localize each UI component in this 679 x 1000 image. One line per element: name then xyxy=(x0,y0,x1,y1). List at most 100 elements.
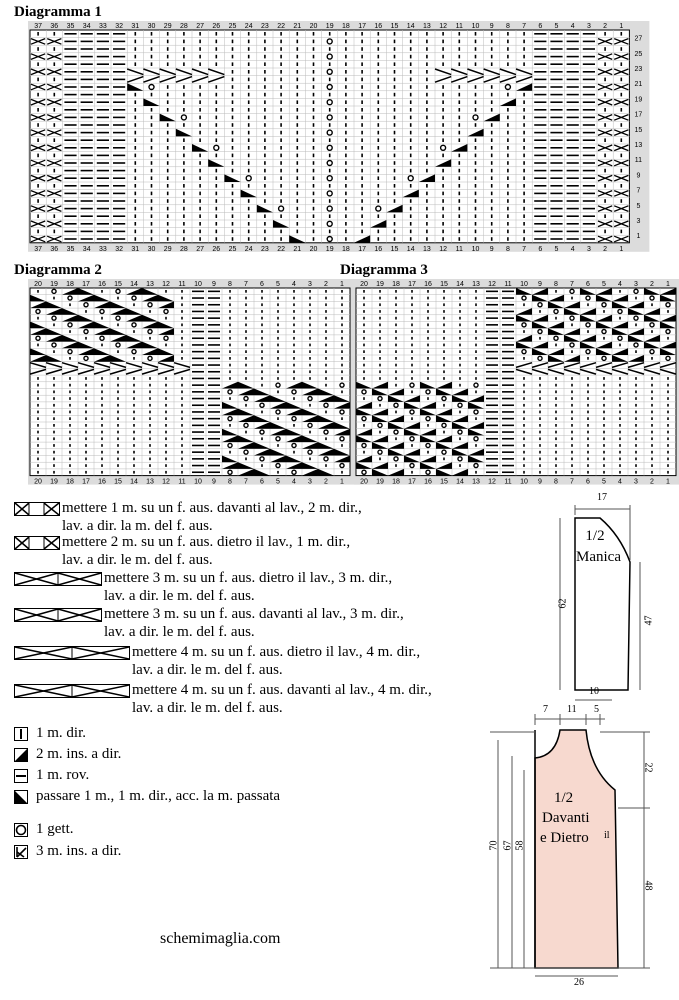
diagram-3-col-label-top: 16 xyxy=(424,281,432,288)
diagram-3-col-label-bottom: 10 xyxy=(520,479,528,486)
diagram-3-skpo-mark xyxy=(516,341,532,349)
diagram-3-col-label-top: 17 xyxy=(408,281,416,288)
diagram-2-skpo-mark xyxy=(302,435,318,443)
diagram-1-cable-mark xyxy=(46,53,62,61)
diagram-2-col-label-top: 8 xyxy=(228,281,232,288)
diagram-1-cable-mark xyxy=(30,83,46,91)
diagram-1-row-label: 21 xyxy=(635,81,643,88)
diagram-2-cable-line xyxy=(93,361,111,369)
diagram-3-k2tog-mark xyxy=(436,462,452,469)
diagram-1-yo-mark xyxy=(326,114,333,121)
diagram-3-yo-mark xyxy=(409,382,415,388)
diagram-1-yo-mark xyxy=(326,53,333,60)
diagram-3-col-label-bottom: 6 xyxy=(586,479,590,486)
diagram-1-cable-mark xyxy=(46,98,62,106)
diagram-2-skpo-mark xyxy=(142,288,158,295)
diagram-1-col-label-bottom: 11 xyxy=(456,246,463,253)
diagram-1-col-label-top: 31 xyxy=(131,23,139,30)
diagram-2-skpo-mark xyxy=(94,294,110,302)
diagram-3-yo-mark xyxy=(425,415,431,422)
diagram-2-k2tog-mark xyxy=(254,395,270,402)
diagram-2-skpo-mark xyxy=(238,435,254,443)
diagram-1-cable-mark xyxy=(613,235,629,243)
diagram-1-col-label-top: 10 xyxy=(472,23,480,30)
cable-4-4-front-icon xyxy=(14,684,130,698)
diagram-2-skpo-mark xyxy=(62,308,78,315)
diagram-3-skpo-mark xyxy=(660,348,676,355)
diagram-3-col-label-bottom: 2 xyxy=(650,479,654,486)
diagram-2-col-label-top: 5 xyxy=(276,281,280,288)
diagram-1-col-label-top: 32 xyxy=(115,23,123,30)
diagram-1-col-label-bottom: 30 xyxy=(148,246,156,253)
diagram-1-cable-mark xyxy=(597,144,613,152)
diagram-1-col-label-bottom: 10 xyxy=(472,246,480,253)
diagram-3-k2tog-mark xyxy=(628,355,644,362)
diagram-1-cable-line xyxy=(207,75,225,83)
diagram-2-yo-mark xyxy=(131,322,137,328)
diagram-1-k2tog-mark xyxy=(402,189,419,198)
diagram-2-skpo-mark xyxy=(286,455,302,463)
diagram-2-yo-mark xyxy=(307,395,313,402)
diagram-3-skpo-mark xyxy=(532,321,548,329)
diagram-1-col-label-bottom: 19 xyxy=(326,246,334,253)
diagram-2-col-label-bottom: 1 xyxy=(340,479,344,486)
diagram-2-skpo-mark xyxy=(46,301,62,309)
diagram-3-skpo-mark xyxy=(644,288,660,295)
diagram-2-k2tog-mark xyxy=(30,301,46,309)
diagram-3-skpo-mark xyxy=(660,321,676,329)
diagram-1-cable-mark xyxy=(613,53,629,61)
sleeve-bottom-measure: 10 xyxy=(589,686,599,697)
diagram-3-k2tog-mark xyxy=(596,314,612,322)
diagram-1-col-label-bottom: 35 xyxy=(67,246,75,253)
diagram-2-col-label-bottom: 9 xyxy=(212,479,216,486)
diagram-3-col-label-top: 6 xyxy=(586,281,590,288)
diagram-1-col-label-top: 14 xyxy=(407,23,415,30)
diagram-2-k2tog-mark xyxy=(334,401,350,409)
diagram-3-k2tog-mark xyxy=(468,395,484,402)
diagram-2-k2tog-mark xyxy=(302,388,318,396)
diagram-2-col-label-bottom: 12 xyxy=(162,479,170,486)
diagram-1-cable-line xyxy=(126,75,144,83)
diagram-2-skpo-mark xyxy=(78,314,94,322)
diagram-2-cable-line xyxy=(157,361,175,369)
diagram-2-k2tog-mark xyxy=(46,334,62,342)
diagram-2-k2tog-mark xyxy=(254,448,270,456)
diagram-2-cable-line xyxy=(109,361,127,369)
diagram-1-k2tog-mark xyxy=(418,174,435,182)
diagram-2-yo-mark xyxy=(275,462,281,469)
legend-4-line-1: mettere 3 m. su un f. aus. davanti al la… xyxy=(104,606,404,622)
sleeve-left-measure: 62 xyxy=(557,598,569,609)
diagram-2-skpo-mark xyxy=(302,381,318,389)
diagram-2-skpo-mark xyxy=(270,448,286,456)
diagram-1-col-label-bottom: 26 xyxy=(212,246,220,253)
diagram-1-col-label-top: 11 xyxy=(456,23,463,30)
diagram-3-yo-mark xyxy=(601,302,607,308)
diagram-3-col-label-top: 15 xyxy=(440,281,448,288)
diagram-2-skpo-mark xyxy=(158,348,174,355)
diagram-2-cable-line xyxy=(29,368,47,375)
body-label-line-2: Davanti xyxy=(542,810,590,826)
diagram-3-yo-mark xyxy=(409,462,415,469)
diagram-1-col-label-bottom: 20 xyxy=(310,246,318,253)
diagram-2-skpo-mark xyxy=(270,395,286,402)
diagram-3-col-label-top: 7 xyxy=(570,281,574,288)
diagram-3-skpo-mark xyxy=(468,455,484,463)
diagram-2-k2tog-mark xyxy=(30,328,46,335)
diagram-1-cable-line xyxy=(450,68,468,76)
diagram-1-cable-line xyxy=(483,75,501,83)
diagram-2-k2tog-mark xyxy=(110,334,126,342)
diagram-2-yo-mark xyxy=(243,449,249,455)
body-label-line-3: e Dietro xyxy=(540,830,589,846)
diagram-3-yo-mark xyxy=(553,335,559,342)
diagram-1-cable-mark xyxy=(597,189,613,197)
diagram-3-yo-mark xyxy=(393,456,399,462)
diagram-2-yo-mark xyxy=(291,469,297,476)
diagram-3-col-label-bottom: 7 xyxy=(570,479,574,486)
diagram-3-cable-line xyxy=(563,361,581,369)
diagram-1-col-label-bottom: 5 xyxy=(555,246,559,253)
diagram-1-row-label: 1 xyxy=(636,233,640,240)
cable-4-4-back-icon xyxy=(14,646,130,660)
diagram-3-k2tog-mark xyxy=(644,308,660,315)
diagram-1-col-label-top: 27 xyxy=(196,23,204,30)
